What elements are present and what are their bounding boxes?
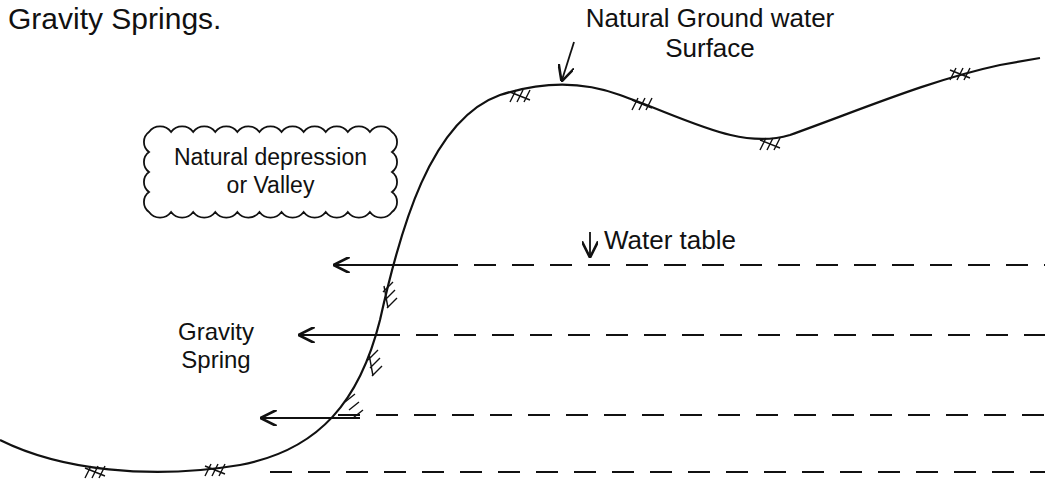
- water-table-lines: [270, 265, 1045, 472]
- pointer-arrows: [562, 42, 590, 256]
- diagram-title: Gravity Springs.: [8, 2, 221, 37]
- water-table-label: Water table: [604, 226, 824, 256]
- region-label: Natural depression or Valley: [149, 144, 392, 199]
- spring-arrows: [262, 265, 440, 418]
- cloud-region: Natural depression or Valley: [149, 132, 392, 212]
- spring-label: Gravity Spring: [160, 318, 272, 373]
- surface-label: Natural Ground water Surface: [560, 4, 860, 64]
- cloud-shape: [144, 126, 397, 217]
- grass-tufts: [85, 68, 970, 478]
